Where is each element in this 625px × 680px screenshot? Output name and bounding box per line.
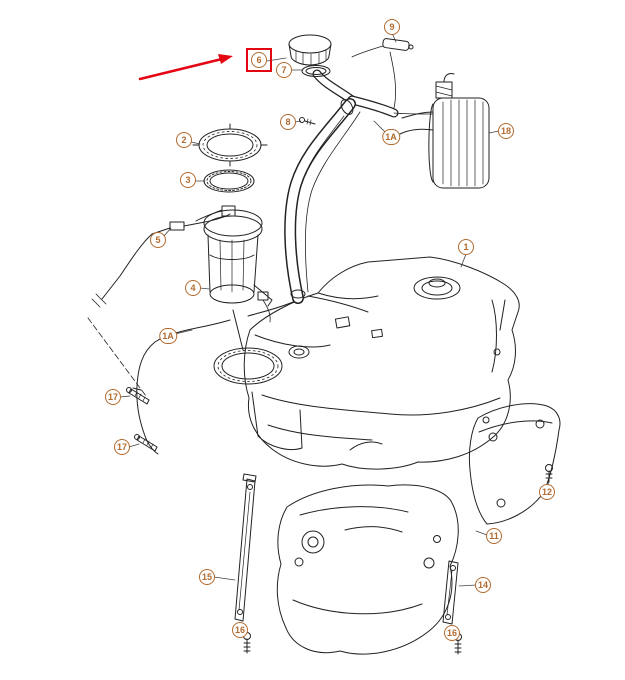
callout-3[interactable]: 3 (180, 172, 196, 188)
highlight-box (246, 48, 272, 72)
callout-1a-left[interactable]: 1A (159, 328, 177, 344)
bolt-12 (545, 464, 553, 483)
callout-17-lower[interactable]: 17 (113, 439, 131, 455)
callout-1a-top[interactable]: 1A (382, 129, 400, 145)
heat-shield-lower (276, 484, 459, 655)
callout-9[interactable]: 9 (384, 19, 400, 35)
fuel-tank (213, 256, 520, 470)
callout-6[interactable]: 6 (251, 52, 267, 68)
callout-4[interactable]: 4 (185, 280, 201, 296)
callout-12[interactable]: 12 (538, 484, 556, 500)
filler-cap (288, 34, 332, 66)
bolt-8 (299, 117, 316, 126)
callout-17-upper[interactable]: 17 (104, 389, 122, 405)
callout-18[interactable]: 18 (497, 123, 515, 139)
callout-16-left[interactable]: 16 (231, 622, 249, 638)
locking-ring (192, 123, 268, 167)
callout-14[interactable]: 14 (474, 577, 492, 593)
callout-11[interactable]: 11 (486, 528, 502, 544)
cap-seal-ring (301, 65, 331, 77)
leader-lines (119, 32, 550, 635)
callout-7[interactable]: 7 (276, 62, 292, 78)
pump-seal-ring (203, 169, 255, 193)
clamp-17-lower (134, 434, 158, 452)
clamp-17-upper (126, 387, 150, 405)
callout-15[interactable]: 15 (198, 569, 216, 585)
highlight-arrow (138, 54, 233, 81)
bolt-16-right (454, 633, 462, 655)
fuel-pump-module (195, 205, 273, 323)
strap-left-15 (234, 473, 257, 622)
vent-valve (351, 38, 414, 58)
vent-hose-left (87, 317, 231, 455)
filler-neck (284, 51, 434, 304)
callout-16-right[interactable]: 16 (443, 625, 461, 641)
carbon-canister (399, 73, 490, 189)
callout-8[interactable]: 8 (280, 114, 296, 130)
callout-5[interactable]: 5 (150, 232, 166, 248)
callout-2[interactable]: 2 (176, 132, 192, 148)
callout-1[interactable]: 1 (458, 239, 474, 255)
strap-right-14 (442, 560, 459, 625)
